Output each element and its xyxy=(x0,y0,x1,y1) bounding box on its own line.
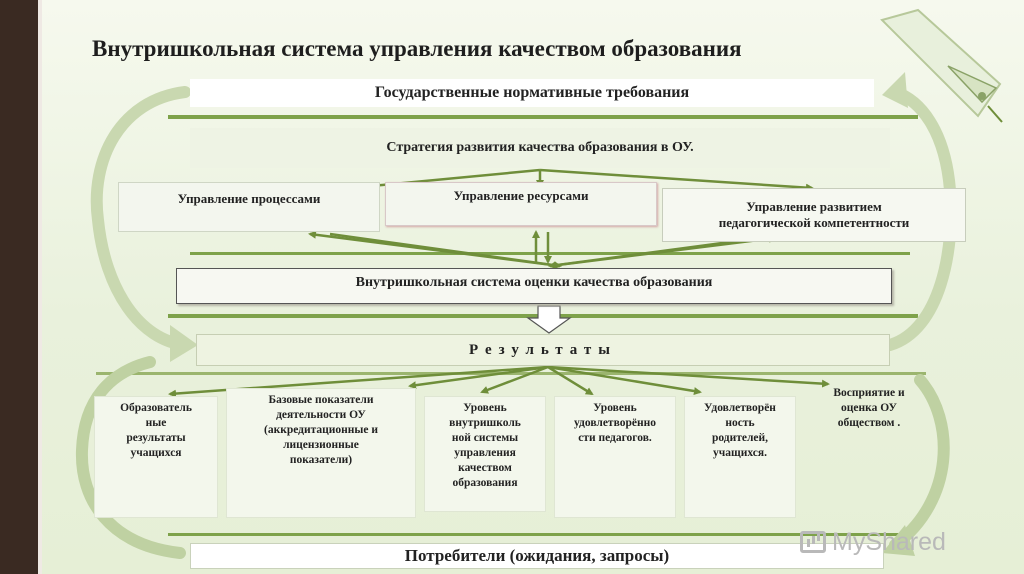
result-line: ные xyxy=(145,417,167,429)
right-bottom-curve-head xyxy=(882,525,915,556)
result-line: обществом . xyxy=(837,417,901,429)
left-stripe xyxy=(38,0,42,574)
result-line: деятельности ОУ xyxy=(276,409,366,421)
arrow-results-to-r2 xyxy=(408,365,549,390)
result-line: управления xyxy=(454,447,516,459)
result-line: Уровень xyxy=(593,402,637,414)
result-teacher-satisfaction: Уровень удовлетворённо сти педагогов. xyxy=(554,396,676,518)
right-top-curve-head xyxy=(882,72,908,108)
result-educational-outcomes: Образователь ные результаты учащихся xyxy=(94,396,218,518)
down-arrow-to-results xyxy=(526,305,572,334)
presentation-icon xyxy=(800,531,826,553)
result-line: ность xyxy=(725,417,755,429)
consumers-box: Потребители (ожидания, запросы) xyxy=(190,543,884,569)
result-line: оценка ОУ xyxy=(841,402,897,414)
left-top-curve-arrow xyxy=(90,86,191,351)
result-line: лицензионные xyxy=(283,439,359,451)
result-public-perception: Восприятие и оценка ОУ обществом . xyxy=(800,382,938,518)
result-line: образования xyxy=(452,477,518,489)
result-management-level: Уровень внутришколь ной системы управлен… xyxy=(424,396,546,512)
arrow-results-to-r6 xyxy=(547,365,830,388)
result-line: (аккредитационные и xyxy=(263,424,378,436)
result-line: родителей, xyxy=(711,432,769,444)
result-line: Уровень xyxy=(463,402,507,414)
watermark-text: MyShared xyxy=(832,527,946,556)
arrow-results-to-r4 xyxy=(547,365,594,396)
result-line: ной системы xyxy=(451,432,519,444)
left-bottom-curve-arrow xyxy=(75,356,186,559)
result-line: учащихся. xyxy=(713,447,767,459)
result-line: сти педагогов. xyxy=(578,432,652,444)
process-management-box: Управление процессами xyxy=(118,182,380,232)
competence-line-2: педагогической компетентности xyxy=(718,215,910,230)
strategy-box: Стратегия развития качества образования … xyxy=(190,128,890,168)
watermark-logo: MyShared xyxy=(800,526,990,558)
band-under-requirements xyxy=(168,115,918,119)
resource-management-box: Управление ресурсами xyxy=(385,182,657,226)
result-line: учащихся xyxy=(130,447,182,459)
competence-line-1: Управление развитием xyxy=(746,199,882,214)
arrow-strategy-to-competence xyxy=(539,168,814,192)
left-dark-bar xyxy=(0,0,38,574)
result-parent-satisfaction: Удовлетворён ность родителей, учащихся. xyxy=(684,396,796,518)
page-title: Внутришкольная система управления качест… xyxy=(92,36,742,61)
state-requirements-box: Государственные нормативные требования xyxy=(190,79,874,107)
result-line: результаты xyxy=(126,432,186,444)
band-under-management xyxy=(190,252,910,255)
arrow-results-to-r5 xyxy=(547,365,702,395)
arrow-assessment-to-processes xyxy=(308,230,561,268)
arrow-results-to-r3 xyxy=(480,365,549,394)
result-base-indicators: Базовые показатели деятельности ОУ (аккр… xyxy=(226,388,416,518)
band-under-results xyxy=(96,372,926,375)
result-line: удовлетворённо xyxy=(574,417,656,429)
result-line: Восприятие и xyxy=(833,387,905,399)
result-line: Удовлетворён xyxy=(704,402,776,414)
band-above-consumers xyxy=(168,533,908,536)
assessment-system-box: Внутришкольная система оценки качества о… xyxy=(176,268,892,304)
competence-management-box: Управление развитием педагогической комп… xyxy=(662,188,966,242)
result-line: внутришколь xyxy=(449,417,521,429)
left-top-curve-head xyxy=(170,325,198,362)
result-line: показатели) xyxy=(289,454,353,466)
pen-icon xyxy=(880,8,1003,123)
results-box: Результаты xyxy=(196,334,890,366)
result-line: Базовые показатели xyxy=(268,394,374,406)
result-line: Образователь xyxy=(120,402,192,414)
result-line: качеством xyxy=(458,462,512,474)
arrow-assessment-to-competence xyxy=(549,234,777,268)
right-bottom-curve-arrow xyxy=(889,374,950,551)
